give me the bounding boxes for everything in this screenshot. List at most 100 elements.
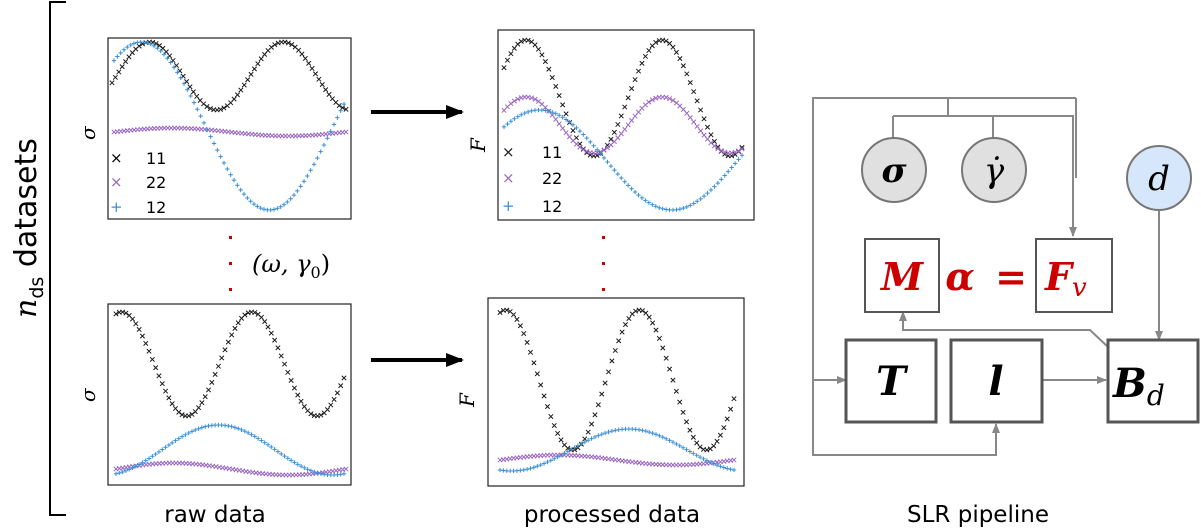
- series-11-marker: [534, 371, 540, 377]
- series-11-marker: [618, 113, 624, 119]
- series-11-marker: [704, 447, 710, 453]
- series-12-marker: [166, 442, 172, 448]
- legend-label-12: 12: [146, 198, 166, 217]
- series-22-marker: [667, 96, 673, 102]
- series-12-marker: [552, 456, 557, 461]
- series-12-marker: [341, 471, 347, 476]
- series-12-marker: [522, 110, 527, 116]
- series-12-marker: [515, 114, 520, 119]
- series-11-marker: [129, 316, 136, 322]
- raw-bottom-series: [113, 309, 349, 478]
- series-11-marker: [209, 379, 215, 385]
- series-12-marker: [508, 119, 514, 124]
- series-12-marker: [186, 430, 191, 436]
- series-12-marker: [739, 153, 745, 158]
- legend-marker-12: +: [502, 197, 515, 215]
- series-11-marker: [619, 329, 625, 335]
- series-12-marker: [663, 436, 669, 441]
- series-22-marker: [649, 97, 655, 103]
- series-12-marker: [601, 155, 607, 161]
- series-11-marker: [275, 345, 281, 351]
- series-12-marker: [632, 189, 638, 195]
- series-12-marker: [238, 187, 243, 193]
- series-12-marker: [272, 447, 277, 452]
- series-22-marker: [739, 146, 745, 152]
- series-12-marker: [653, 432, 659, 437]
- series-22-marker: [625, 122, 631, 128]
- series-11-marker: [525, 37, 531, 43]
- series-11-marker: [508, 51, 514, 57]
- series-11-marker: [232, 325, 238, 331]
- series-11-marker: [167, 53, 173, 59]
- series-22-marker: [646, 99, 652, 105]
- series-11-marker: [527, 349, 534, 355]
- series-12-marker: [252, 434, 257, 439]
- series-12-marker: [123, 468, 129, 474]
- series-11-marker: [123, 59, 129, 65]
- processed-bottom-ylabel: F: [455, 392, 479, 408]
- series-11-marker: [541, 393, 547, 399]
- series-22-marker: [529, 95, 535, 101]
- series-11-marker: [262, 319, 268, 325]
- series-12-marker: [650, 202, 655, 207]
- alpha-symbol: α: [945, 254, 974, 299]
- series-22-marker: [577, 144, 583, 150]
- series-12-marker: [622, 179, 627, 184]
- series-11-marker: [308, 411, 314, 417]
- series-12-marker: [315, 155, 320, 161]
- series-11-marker: [511, 45, 517, 51]
- series-11-marker: [272, 42, 278, 48]
- series-11-marker: [291, 385, 297, 391]
- series-12-marker: [225, 166, 230, 172]
- series-12-marker: [674, 207, 679, 212]
- series-12-marker: [538, 462, 543, 468]
- series-12-marker: [592, 434, 598, 440]
- series-11-marker: [511, 312, 517, 318]
- series-11-marker: [538, 382, 544, 388]
- series-12-marker: [591, 143, 596, 148]
- series-12-marker: [582, 439, 587, 445]
- series-11-marker: [670, 377, 676, 383]
- series-11-marker: [514, 316, 520, 323]
- legend-marker-11: ×: [110, 149, 123, 167]
- series-11-marker: [518, 38, 524, 45]
- series-11-marker: [207, 106, 213, 112]
- series-11-marker: [194, 93, 200, 99]
- series-12-marker: [698, 196, 703, 202]
- series-11-marker: [318, 412, 324, 418]
- series-12-marker: [175, 70, 180, 75]
- series-11-marker: [319, 82, 325, 88]
- series-11-marker: [309, 65, 315, 72]
- series-12-marker: [239, 427, 244, 433]
- series-11-marker: [549, 74, 555, 81]
- series-12-marker: [318, 149, 323, 154]
- processed-ellipsis-dots: [602, 236, 605, 291]
- series-12-marker: [205, 127, 210, 133]
- series-12-marker: [128, 42, 133, 48]
- series-12-marker: [305, 173, 310, 179]
- series-12-marker: [331, 122, 337, 127]
- series-12-marker: [211, 141, 217, 146]
- series-12-marker: [318, 471, 324, 476]
- series-22-marker: [553, 116, 559, 122]
- series-11-marker: [646, 314, 652, 320]
- series-11-marker: [694, 440, 700, 446]
- series-11-marker: [714, 438, 720, 444]
- legend-label-22: 22: [542, 169, 562, 188]
- series-12-marker: [550, 110, 555, 115]
- series-11-marker: [196, 405, 202, 411]
- series-11-marker: [553, 83, 559, 89]
- series-12-marker: [529, 108, 534, 114]
- series-12-marker: [189, 429, 195, 434]
- series-12-marker: [602, 430, 608, 436]
- series-11-marker: [642, 53, 648, 59]
- series-11-marker: [698, 107, 704, 113]
- series-22-marker: [584, 148, 590, 154]
- series-12-marker: [285, 456, 291, 461]
- series-12-marker: [168, 60, 173, 65]
- series-12-marker: [118, 50, 123, 56]
- series-11-marker: [622, 104, 628, 110]
- series-22-marker: [711, 143, 717, 149]
- series-11-marker: [186, 413, 192, 419]
